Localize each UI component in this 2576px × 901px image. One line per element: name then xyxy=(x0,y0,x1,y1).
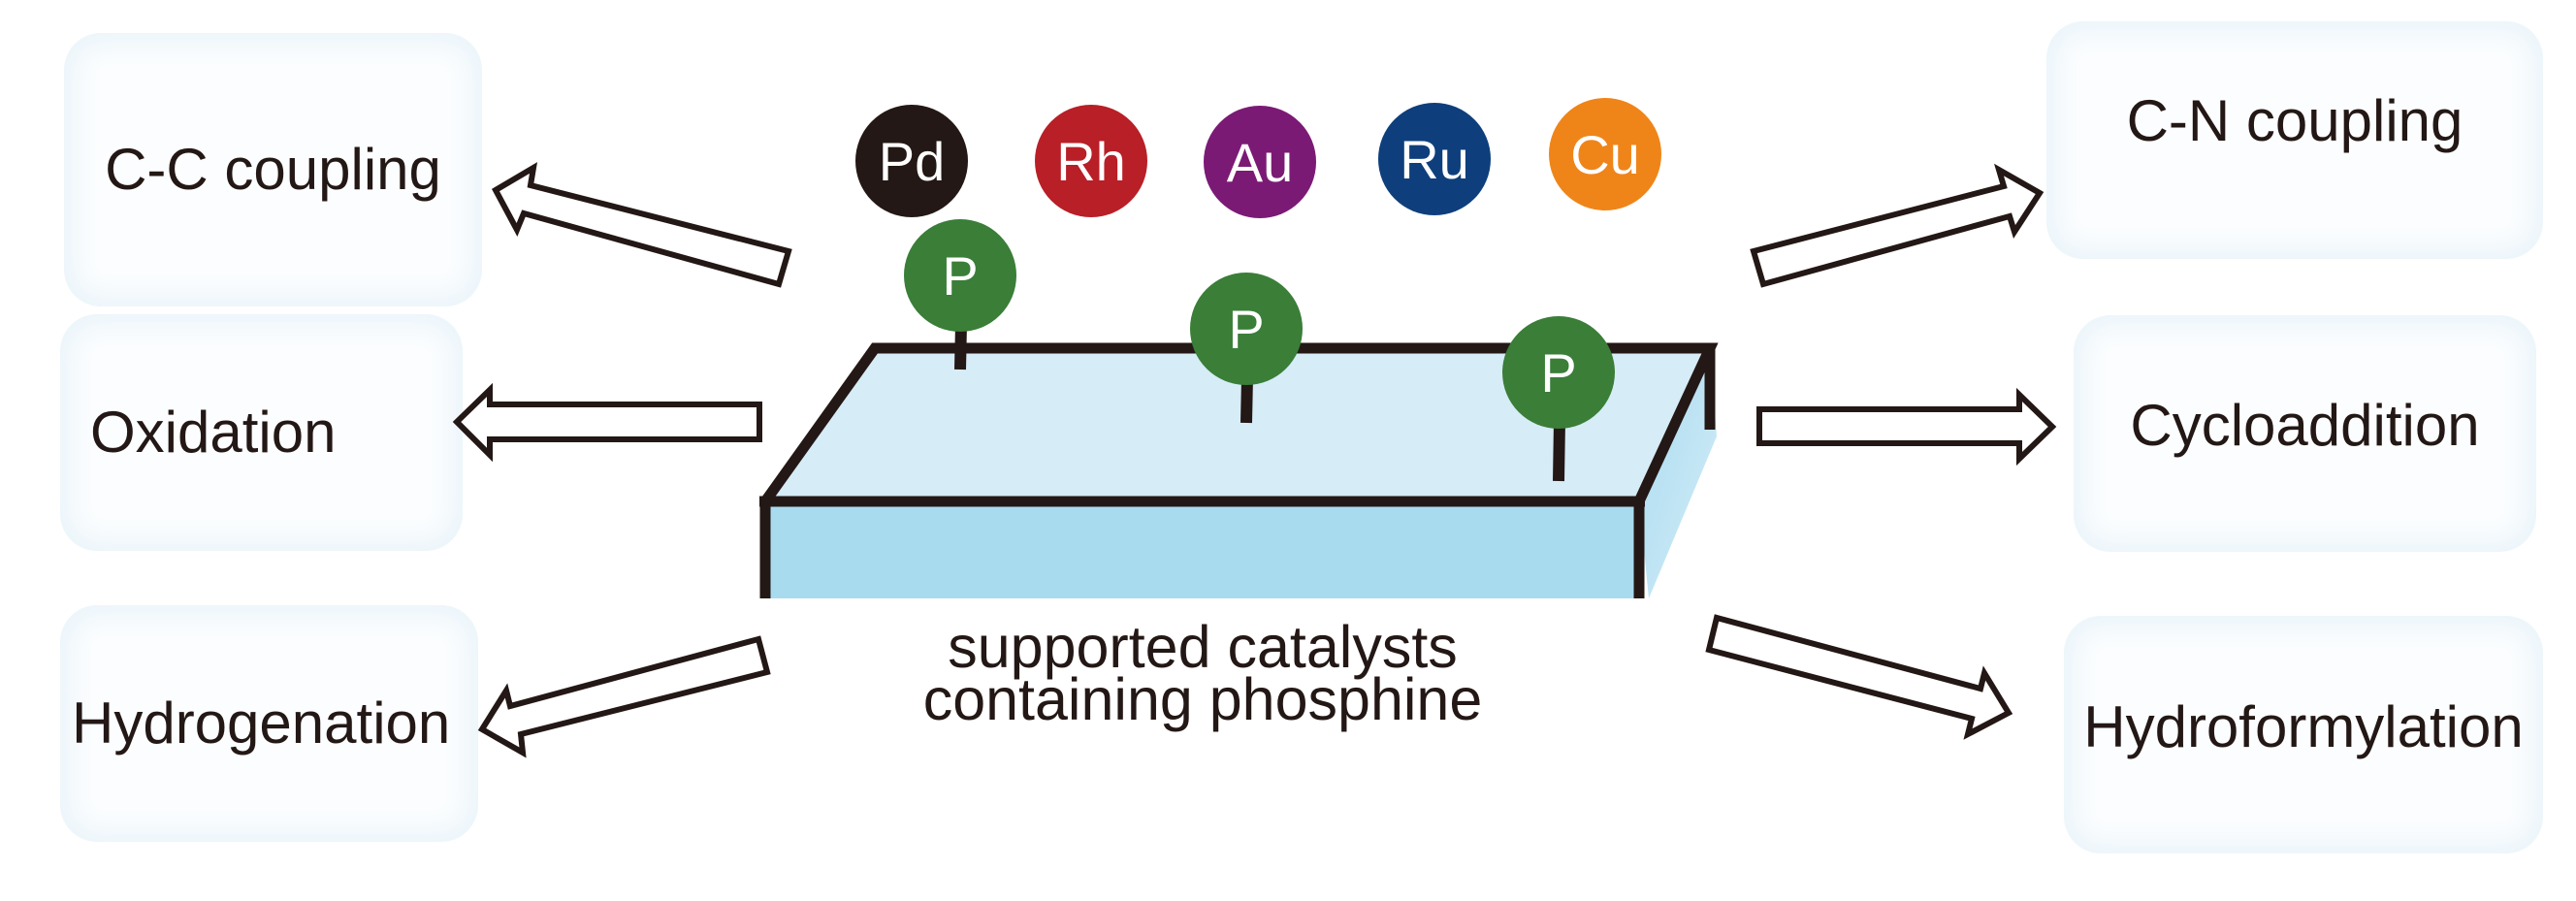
reaction-box-cn-coupling: C-N coupling xyxy=(2046,21,2543,259)
phosphine-ligand-circle xyxy=(1502,316,1615,429)
reaction-label: Hydrogenation xyxy=(72,691,451,756)
metal-rh-circle xyxy=(1035,105,1147,217)
reaction-label: C-N coupling xyxy=(2126,87,2463,153)
caption-line-1: supported catalysts xyxy=(948,614,1458,680)
reaction-box-hydroformylation: Hydroformylation xyxy=(2064,616,2543,853)
phosphine-ligand: P xyxy=(1190,273,1303,385)
metal-cu-circle xyxy=(1549,98,1661,210)
arrow-to-cycloaddition xyxy=(1756,387,2057,467)
caption-line-2: containing phosphine xyxy=(922,666,1483,732)
metal-ru: Ru xyxy=(1378,103,1491,215)
metal-au: Au xyxy=(1204,106,1316,218)
arrow-to-cn-coupling xyxy=(1750,163,2045,288)
reaction-label: Oxidation xyxy=(90,400,337,465)
support-caption: supported catalysts containing phosphine xyxy=(853,614,1552,732)
reaction-label: Cycloaddition xyxy=(2130,393,2480,458)
phosphine-ligand-circle xyxy=(904,219,1016,332)
phosphine-ligand-label: P xyxy=(942,245,978,306)
metal-rh-label: Rh xyxy=(1056,131,1126,192)
reaction-label: C-C coupling xyxy=(105,137,441,202)
phosphine-ligand-circle xyxy=(1190,273,1303,385)
metal-au-circle xyxy=(1204,106,1316,218)
phosphine-ligand: P xyxy=(1502,316,1615,429)
metal-cu: Cu xyxy=(1549,98,1661,210)
metal-au-label: Au xyxy=(1227,132,1294,193)
metal-rh: Rh xyxy=(1035,105,1147,217)
arrow-to-cc-coupling xyxy=(491,162,792,288)
reaction-box-oxidation: Oxidation xyxy=(60,314,463,551)
reaction-box-cc-coupling: C-C coupling xyxy=(64,33,482,306)
metal-pd-label: Pd xyxy=(879,131,946,192)
slab-front-face xyxy=(765,501,1639,598)
support-slab xyxy=(759,342,1719,598)
phosphine-ligand-label: P xyxy=(1228,299,1264,360)
metal-pd: Pd xyxy=(855,105,968,217)
reaction-box-hydrogenation: Hydrogenation xyxy=(60,605,478,842)
reaction-label: Hydroformylation xyxy=(2083,693,2524,759)
metal-cu-label: Cu xyxy=(1570,124,1640,185)
phosphine-ligand: P xyxy=(904,219,1016,332)
slab-top-face xyxy=(765,348,1710,501)
metal-pd-circle xyxy=(855,105,968,217)
metal-ru-label: Ru xyxy=(1400,129,1469,190)
arrow-to-oxidation xyxy=(452,382,762,463)
phosphine-stem xyxy=(1553,420,1565,482)
phosphine-ligand-label: P xyxy=(1540,342,1576,403)
arrow-to-hydroformylation xyxy=(1705,614,2013,740)
slab-side-face xyxy=(1639,347,1717,598)
arrow-to-hydrogenation xyxy=(477,635,771,758)
reaction-box-cycloaddition: Cycloaddition xyxy=(2074,315,2536,552)
metal-ru-circle xyxy=(1378,103,1491,215)
